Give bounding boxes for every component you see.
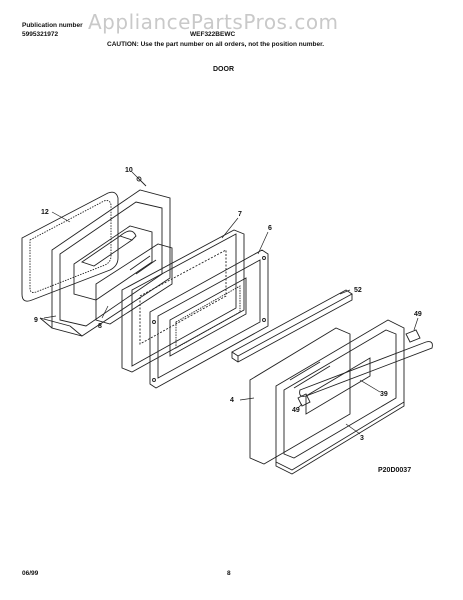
part-inner-glass <box>95 243 173 325</box>
publication-number: 5995321972 <box>22 31 59 38</box>
callout-8: 8 <box>98 323 102 330</box>
part-outer-door <box>275 319 405 475</box>
callout-52: 52 <box>354 287 362 294</box>
part-screw <box>136 176 147 187</box>
part-outer-glass <box>249 327 351 465</box>
callout-6: 6 <box>268 225 272 232</box>
part-door-frame <box>149 249 269 389</box>
part-handle-channel <box>231 289 353 363</box>
footer-page-number: 8 <box>227 570 231 577</box>
callout-39: 39 <box>380 391 388 398</box>
part-handle-cap <box>297 329 421 407</box>
callout-12: 12 <box>41 209 49 216</box>
footer-date: 06/99 <box>22 570 39 577</box>
figure-code: P20D0037 <box>378 467 412 474</box>
callout-9: 9 <box>34 317 38 324</box>
part-door-panel <box>121 229 245 373</box>
part-gasket <box>21 191 119 302</box>
model-number: WEF322BEWC <box>190 31 236 38</box>
callout-49-top: 49 <box>414 311 422 318</box>
callout-3: 3 <box>360 435 364 442</box>
callout-7: 7 <box>238 211 242 218</box>
callout-4: 4 <box>230 397 234 404</box>
part-inner-liner <box>39 189 171 337</box>
section-title: DOOR <box>213 66 234 73</box>
publication-label: Publication number <box>22 22 83 29</box>
callout-49-bottom: 49 <box>292 407 300 414</box>
callout-10: 10 <box>125 167 133 174</box>
part-handle-bar <box>299 341 433 397</box>
watermark: AppliancePartsPros.com <box>88 10 339 34</box>
caution-text: CAUTION: Use the part number on all orde… <box>107 41 325 48</box>
